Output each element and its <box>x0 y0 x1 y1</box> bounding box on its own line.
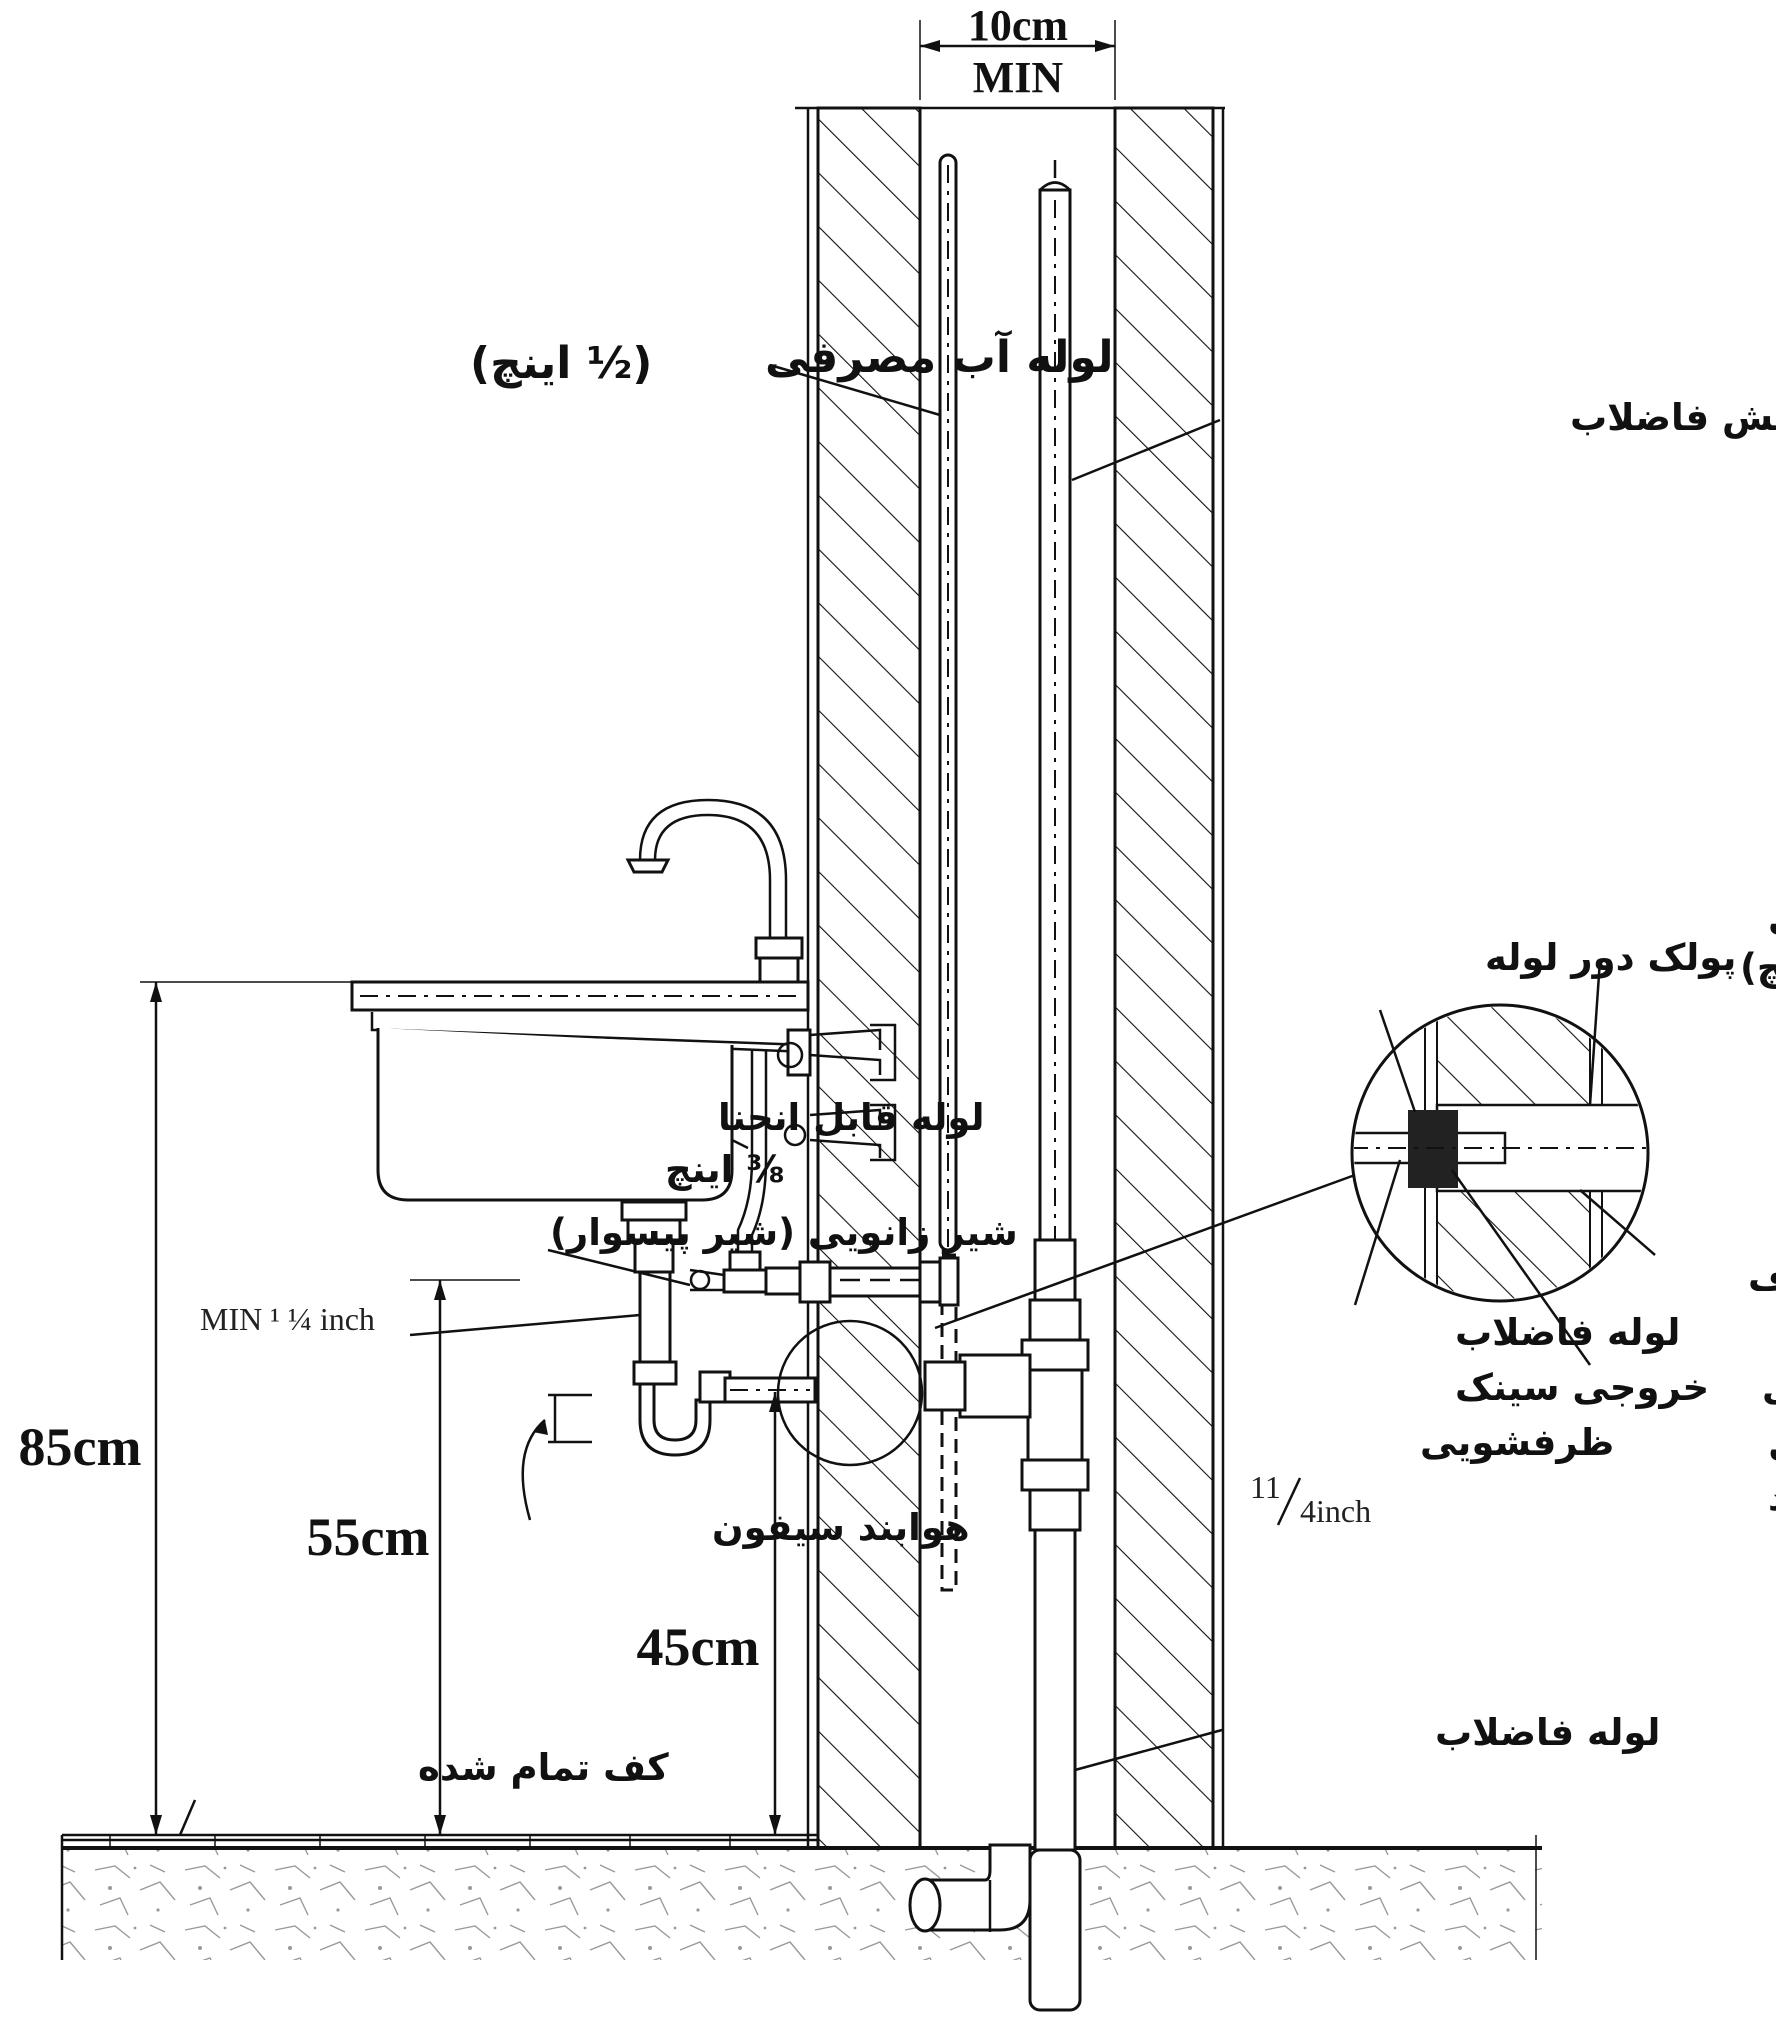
sink <box>350 980 812 1274</box>
drain-stack <box>908 1238 1090 2012</box>
supply-pipe <box>938 153 958 1592</box>
sink-height-label: 85cm <box>19 1417 142 1477</box>
label-leaders <box>178 363 1223 1836</box>
detail-escutcheon-label: پولک دور لوله <box>1485 936 1736 979</box>
angle-valve-label: شیر زانویی (شیر پیسوار) <box>550 1211 1018 1254</box>
left-wall <box>816 106 922 1850</box>
siphon-trap <box>632 1270 817 1457</box>
wall-section <box>795 106 1225 1850</box>
gap-min-label: MIN <box>973 53 1064 102</box>
trap-seal-indicator <box>521 1393 592 1521</box>
supply-pipe-label-line1: لوله آب مصرفی <box>765 329 1114 383</box>
supply-pipe-label-line2: (½ اینچ) <box>470 338 652 389</box>
faucet <box>625 798 804 984</box>
detail-sleeve-label: غلاف <box>1748 1256 1776 1299</box>
outlet-size-fraction: 4inch <box>1300 1493 1371 1529</box>
detail-rubber-line2: برای ایجاد اتصال <box>1768 1421 1776 1464</box>
height-dimensions: 85cm 55cm 45cm <box>19 981 781 1835</box>
detail-view <box>934 959 1656 1366</box>
flex-pipe-label-line1: لوله قابل انحنا <box>718 1096 984 1139</box>
vent-pipe-label: لوله هواکش فاضلاب <box>1570 396 1776 439</box>
finished-floor-label: کف تمام شده <box>418 1746 669 1790</box>
outlet-size-whole: 11 <box>1250 1469 1281 1505</box>
flexible-pipe <box>736 1050 768 1255</box>
detail-drain-label-line1: لوله فاضلاب <box>1768 901 1776 944</box>
trap-height-label: 55cm <box>307 1507 430 1567</box>
wall-brackets <box>783 1023 897 1162</box>
detail-sink-outlet-line3: ظرفشویی <box>1420 1421 1614 1464</box>
flex-pipe-label-line2: ⅜ اینچ <box>665 1148 785 1191</box>
outlet-height-label: 45cm <box>637 1617 760 1677</box>
detail-rubber-line1: تبدیل لاستیکی <box>1762 1366 1776 1409</box>
drain-pipe-label: لوله فاضلاب <box>1435 1711 1660 1754</box>
floor-slab <box>60 1833 1542 1960</box>
detail-sink-outlet-line2: خروجی سینک <box>1455 1366 1709 1409</box>
right-wall <box>1113 106 1215 1850</box>
detail-sink-outlet-line1: لوله فاضلاب <box>1455 1311 1680 1354</box>
angle-valve-assembly <box>689 1250 960 1307</box>
trap-min-size-label: MIN ¹ ¼ inch <box>200 1301 375 1337</box>
detail-drain-label-line2: (۲ اینچ) <box>1740 946 1776 989</box>
gap-size-label: 10cm <box>968 1 1068 50</box>
labels: لوله آب مصرفی (½ اینچ) لوله هواکش فاضلاب… <box>200 329 1776 1790</box>
detail-zoom-marker <box>776 1319 924 1467</box>
detail-rubber-line3: کاملا آب بند و گازبند <box>1768 1474 1776 1519</box>
trap-label: هوابند سیفون <box>712 1506 970 1549</box>
wall-gap-dimension: 10cm MIN <box>919 1 1116 102</box>
